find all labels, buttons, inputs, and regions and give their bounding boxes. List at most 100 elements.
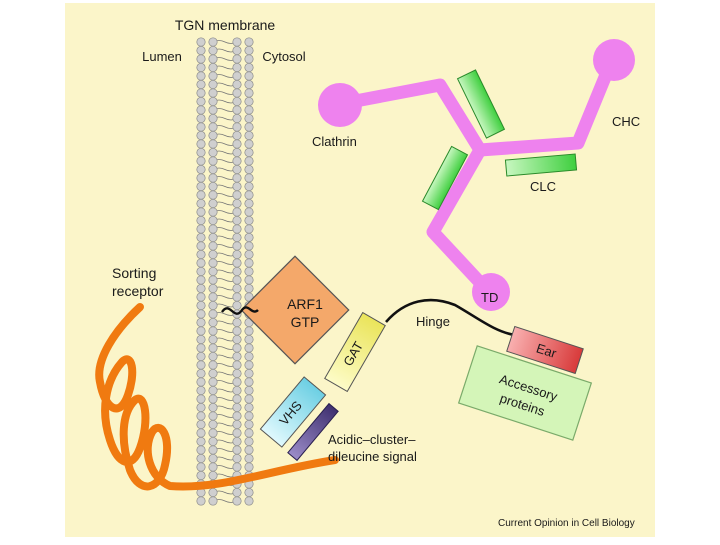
lipid-head xyxy=(208,445,218,455)
lipid-head xyxy=(208,275,218,285)
lipid-head xyxy=(244,453,254,464)
lipid-head xyxy=(232,79,242,90)
sorting-receptor-chain xyxy=(95,303,339,491)
lipid-head xyxy=(244,139,254,149)
lipid-head xyxy=(232,453,242,464)
lipid-head xyxy=(208,62,218,73)
lipid-head xyxy=(196,300,206,311)
lipid-head xyxy=(244,37,254,47)
lipid-head xyxy=(208,283,218,294)
lipid-head xyxy=(196,394,206,404)
clc-light-chain-1 xyxy=(456,69,506,139)
lipid-head xyxy=(196,402,206,413)
clathrin-terminal-domain xyxy=(318,83,362,127)
lipid-head xyxy=(244,164,254,175)
lipid-head xyxy=(196,130,206,141)
lipid-head xyxy=(244,215,254,226)
lipid-head xyxy=(196,232,206,243)
lipid-head xyxy=(232,258,242,268)
chc-terminal-domain xyxy=(593,39,635,81)
lipid-head xyxy=(208,190,218,200)
lipid-head xyxy=(208,377,218,387)
acidic-signal-label-1: Acidic–cluster– xyxy=(328,432,416,447)
lipid-head xyxy=(244,258,254,268)
lipid-head xyxy=(208,351,218,362)
lipid-head xyxy=(208,496,218,506)
lipid-head xyxy=(208,71,218,81)
lipid-head xyxy=(208,232,218,243)
lipid-head xyxy=(208,207,218,217)
lipid-head xyxy=(208,428,218,438)
lipid-head xyxy=(208,130,218,141)
clc-label: CLC xyxy=(530,179,556,194)
lipid-head xyxy=(244,326,254,336)
sorting-receptor-label-1: Sorting xyxy=(112,265,156,281)
lipid-head xyxy=(196,54,206,64)
lipid-head xyxy=(196,215,206,226)
lipid-head xyxy=(244,198,254,209)
lipid-head xyxy=(232,173,242,183)
lipid-head xyxy=(208,79,218,90)
lipid-head xyxy=(244,351,254,362)
lipid-head xyxy=(196,96,206,107)
lipid-head xyxy=(232,105,242,115)
lipid-head xyxy=(244,207,254,217)
lipid-head xyxy=(196,368,206,379)
lipid-head xyxy=(244,173,254,183)
lipid-head xyxy=(208,326,218,336)
lipid-head xyxy=(244,105,254,115)
lipid-head xyxy=(208,258,218,268)
lipid-head xyxy=(232,402,242,413)
lipid-head xyxy=(196,139,206,149)
lipid-head xyxy=(208,385,218,396)
lipid-head xyxy=(244,377,254,387)
lipid-head xyxy=(196,453,206,464)
lipid-head xyxy=(244,181,254,192)
lumen-label: Lumen xyxy=(142,49,182,64)
clc-light-chain-2 xyxy=(421,145,469,211)
lipid-head xyxy=(244,241,254,251)
lipid-head xyxy=(232,428,242,438)
ear-domain xyxy=(506,325,584,375)
lipid-head xyxy=(232,88,242,98)
lipid-head xyxy=(232,113,242,124)
lipid-head xyxy=(232,241,242,251)
lipid-head xyxy=(208,122,218,132)
hinge-label: Hinge xyxy=(416,314,450,329)
lipid-head xyxy=(232,232,242,243)
lipid-head xyxy=(196,266,206,277)
lipid-head xyxy=(244,428,254,438)
lipid-head xyxy=(232,37,242,47)
lipid-head xyxy=(196,292,206,302)
lipid-head xyxy=(196,496,206,506)
lipid-head xyxy=(244,71,254,81)
lipid-head xyxy=(208,436,218,447)
lipid-head xyxy=(208,309,218,319)
lipid-head xyxy=(196,147,206,158)
lipid-head xyxy=(196,343,206,353)
lipid-head xyxy=(196,62,206,73)
lipid-head xyxy=(208,96,218,107)
td-label: TD xyxy=(481,290,498,305)
acidic-cluster-signal xyxy=(287,402,339,462)
lipid-head xyxy=(196,436,206,447)
lipid-head xyxy=(232,164,242,175)
lipid-head xyxy=(196,385,206,396)
lipid-head xyxy=(208,173,218,183)
lipid-head xyxy=(196,317,206,328)
lipid-head xyxy=(196,411,206,421)
lipid-head xyxy=(208,215,218,226)
lipid-head xyxy=(196,428,206,438)
lipid-head xyxy=(208,453,218,464)
lipid-head xyxy=(196,156,206,166)
lipid-head xyxy=(244,190,254,200)
lipid-head xyxy=(208,249,218,260)
clathrin-label: Clathrin xyxy=(312,134,357,149)
lipid-head xyxy=(196,470,206,481)
clc-light-chain-3 xyxy=(504,153,578,177)
lipid-head xyxy=(196,377,206,387)
lipid-head xyxy=(196,122,206,132)
lipid-head xyxy=(244,436,254,447)
lipid-head xyxy=(232,45,242,56)
